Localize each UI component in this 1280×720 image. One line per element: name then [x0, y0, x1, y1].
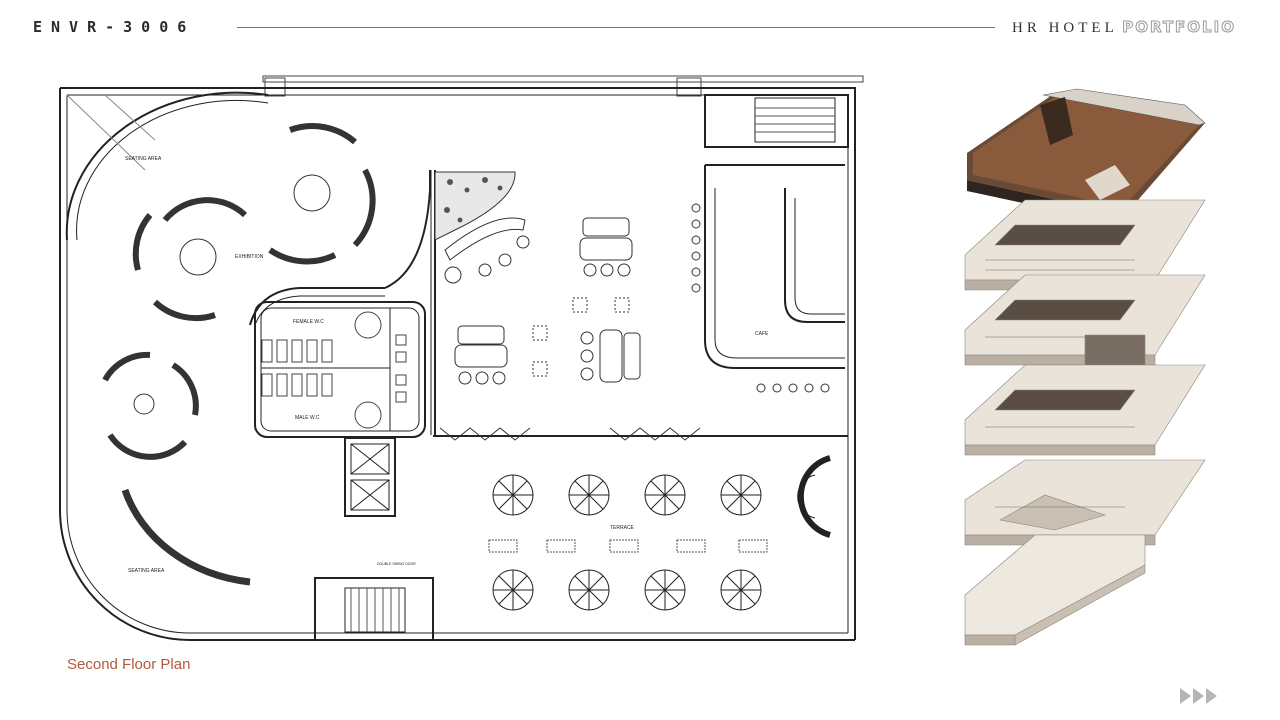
label-door: DOUBLE SWING DOOR: [377, 562, 416, 566]
label-seating-top: SEATING AREA: [125, 156, 162, 162]
label-terrace: TERRACE: [610, 525, 635, 531]
title-suffix: PORTFOLIO: [1122, 18, 1236, 37]
course-code: ENVR-3006: [33, 18, 196, 36]
title-prefix: HR HOTEL: [1012, 20, 1118, 36]
triple-chevron-right-icon[interactable]: [1180, 688, 1217, 704]
plan-caption: Second Floor Plan: [67, 656, 191, 673]
chevron-right-icon: [1180, 688, 1191, 704]
floor-levels: [964, 199, 1206, 646]
roof-level: [967, 88, 1206, 225]
label-seating-bottom: SEATING AREA: [128, 568, 165, 574]
exploded-axonometric-model: [964, 88, 1206, 646]
second-floor-plan: SEATING AREA EXHIBITION SEATING AREA FEM…: [59, 75, 864, 641]
portfolio-title: HR HOTEL PORTFOLIO: [1012, 18, 1236, 37]
label-female-wc: FEMALE W.C: [293, 319, 324, 325]
header-divider: [237, 27, 995, 28]
chevron-right-icon: [1193, 688, 1204, 704]
label-cafe: CAFE: [755, 331, 769, 337]
chevron-right-icon: [1206, 688, 1217, 704]
label-exhibition: EXHIBITION: [235, 254, 264, 260]
label-male-wc: MALE W.C: [295, 415, 320, 421]
